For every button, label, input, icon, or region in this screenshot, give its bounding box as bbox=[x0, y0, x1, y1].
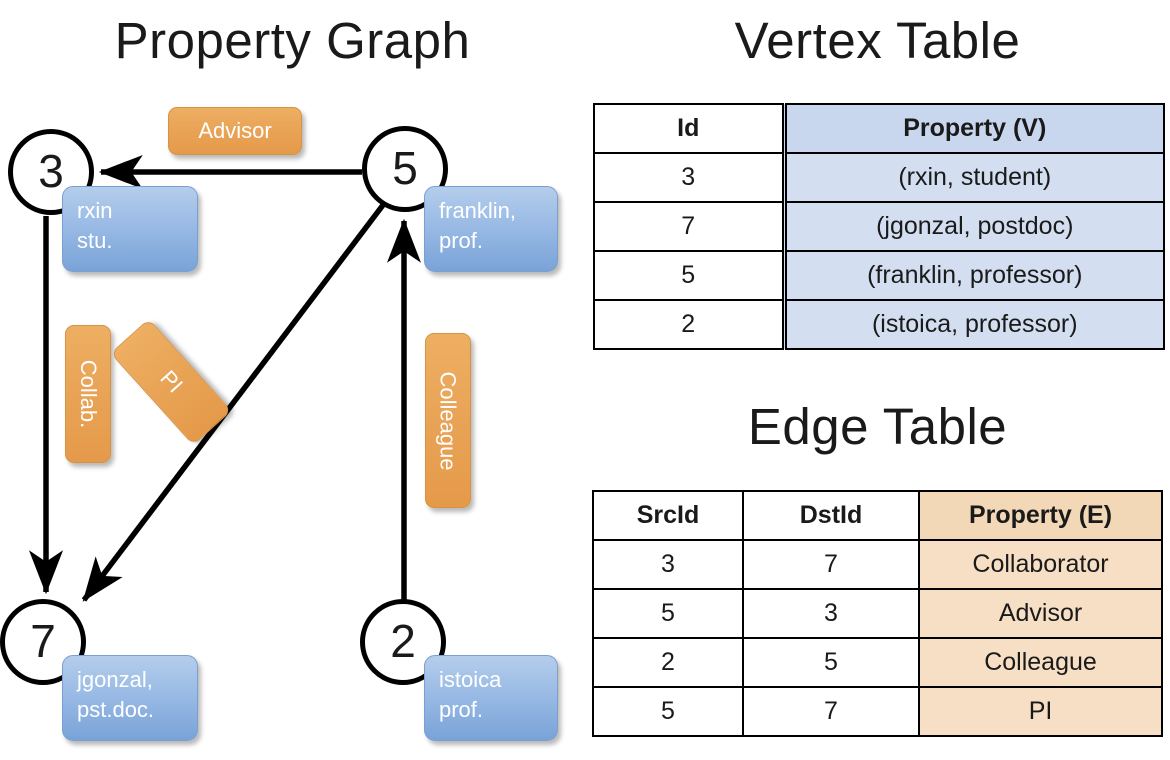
edge-cell-dstid: 7 bbox=[742, 686, 920, 737]
edge-label-advisor[interactable]: Advisor bbox=[168, 107, 302, 155]
edge-table-header-row: SrcId DstId Property (E) bbox=[592, 490, 1163, 541]
vertex-cell-id: 3 bbox=[593, 152, 785, 203]
edge-label-collab-text: Collab. bbox=[76, 359, 102, 429]
graph-node-2[interactable]: 2 bbox=[360, 599, 446, 685]
table-row[interactable]: 2 5 Colleague bbox=[592, 637, 1163, 688]
page-title-edge-table: Edge Table bbox=[747, 398, 1008, 455]
vertex-cell-property: (rxin, student) bbox=[781, 152, 1165, 203]
edge-cell-dstid: 5 bbox=[742, 637, 920, 688]
graph-node-5-label: 5 bbox=[392, 142, 418, 194]
vertex-cell-id: 2 bbox=[593, 299, 785, 350]
graph-node-2-label: 2 bbox=[390, 615, 416, 667]
property-graph-diagram: 3 5 7 2 rxin stu. franklin, prof. jgonza… bbox=[0, 107, 558, 741]
vertex-cell-property: (istoica, professor) bbox=[781, 299, 1165, 350]
node-property-franklin-line2: prof. bbox=[439, 228, 484, 253]
page-title-vertex-table: Vertex Table bbox=[734, 12, 1021, 69]
graph-edge-arrows bbox=[28, 154, 422, 602]
table-row[interactable]: 2 (istoica, professor) bbox=[593, 299, 1165, 350]
edge-table-header-dstid: DstId bbox=[742, 490, 920, 541]
edge-label-colleague[interactable]: Colleague bbox=[425, 333, 471, 508]
edge-cell-srcid: 3 bbox=[592, 539, 744, 590]
edge-cell-srcid: 5 bbox=[592, 686, 744, 737]
vertex-table-header-row: Id Property (V) bbox=[593, 103, 1165, 154]
node-property-istoica-line2: prof. bbox=[439, 697, 484, 722]
node-property-franklin-line1: franklin, bbox=[439, 198, 517, 223]
table-row[interactable]: 3 (rxin, student) bbox=[593, 152, 1165, 203]
page-title-property-graph: Property Graph bbox=[114, 12, 471, 69]
table-row[interactable]: 5 (franklin, professor) bbox=[593, 250, 1165, 301]
graph-node-3-label: 3 bbox=[38, 145, 64, 197]
table-row[interactable]: 7 (jgonzal, postdoc) bbox=[593, 201, 1165, 252]
edge-cell-property: Advisor bbox=[918, 588, 1163, 639]
node-property-box-franklin[interactable]: franklin, prof. bbox=[424, 186, 558, 272]
node-property-box-rxin[interactable]: rxin stu. bbox=[62, 186, 198, 272]
vertex-cell-property: (franklin, professor) bbox=[781, 250, 1165, 301]
table-row[interactable]: 5 3 Advisor bbox=[592, 588, 1163, 639]
edge-cell-dstid: 7 bbox=[742, 539, 920, 590]
node-property-jgonzal-line1: jgonzal, bbox=[77, 667, 153, 692]
node-property-jgonzal-line2: pst.doc. bbox=[77, 697, 155, 722]
edge-label-colleague-text: Colleague bbox=[436, 370, 462, 471]
edge-table: SrcId DstId Property (E) 3 7 Collaborato… bbox=[592, 490, 1163, 737]
node-property-box-jgonzal[interactable]: jgonzal, pst.doc. bbox=[62, 655, 198, 741]
edge-table-header-property: Property (E) bbox=[918, 490, 1163, 541]
edge-table-header-srcid: SrcId bbox=[592, 490, 744, 541]
edge-cell-property: Collaborator bbox=[918, 539, 1163, 590]
table-row[interactable]: 5 7 PI bbox=[592, 686, 1163, 737]
node-property-rxin-line1: rxin bbox=[77, 198, 113, 223]
node-property-istoica-line1: istoica bbox=[439, 667, 502, 692]
edge-cell-srcid: 5 bbox=[592, 588, 744, 639]
edge-cell-property: PI bbox=[918, 686, 1163, 737]
vertex-table: Id Property (V) 3 (rxin, student) 7 (jgo… bbox=[593, 103, 1165, 350]
edge-label-pi-text: PI bbox=[155, 365, 188, 398]
node-property-rxin-line2: stu. bbox=[77, 228, 113, 253]
vertex-cell-property: (jgonzal, postdoc) bbox=[781, 201, 1165, 252]
edge-cell-srcid: 2 bbox=[592, 637, 744, 688]
graph-node-5[interactable]: 5 bbox=[362, 126, 448, 212]
node-property-box-istoica[interactable]: istoica prof. bbox=[424, 655, 558, 741]
vertex-cell-id: 5 bbox=[593, 250, 785, 301]
vertex-table-header-id: Id bbox=[593, 103, 785, 154]
edge-label-advisor-text: Advisor bbox=[198, 118, 272, 143]
vertex-cell-id: 7 bbox=[593, 201, 785, 252]
graph-node-7-label: 7 bbox=[30, 615, 56, 667]
edge-label-collab[interactable]: Collab. bbox=[65, 325, 111, 463]
edge-cell-dstid: 3 bbox=[742, 588, 920, 639]
edge-arrow-5-to-7 bbox=[81, 203, 386, 602]
table-row[interactable]: 3 7 Collaborator bbox=[592, 539, 1163, 590]
vertex-table-header-property: Property (V) bbox=[781, 103, 1165, 154]
edge-cell-property: Colleague bbox=[918, 637, 1163, 688]
